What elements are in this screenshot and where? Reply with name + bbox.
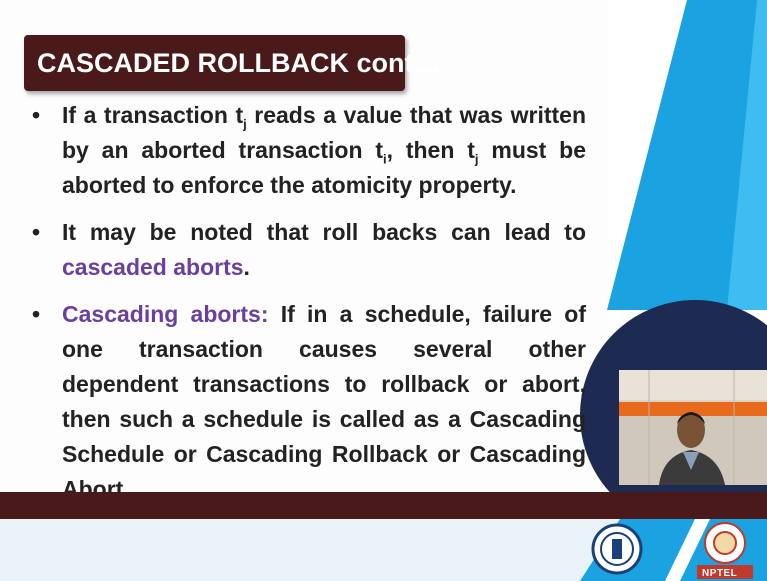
bullet-text: reads a value that was written by an abo… [62,102,586,163]
blue-stripe-decor [607,0,767,310]
bullet-list: • If a transaction tj reads a value that… [28,98,586,519]
subscript: j [243,116,247,132]
bullet-text: It may be noted that roll backs can lead… [62,219,586,245]
bullet-text: must be aborted to enforce the atomicity… [62,137,586,198]
bullet-text: , then t [386,137,475,163]
bullet-dot-icon: • [32,219,41,245]
subscript: j [474,151,479,167]
footer-bar [0,492,767,519]
bullet-item: • It may be noted that roll backs can le… [28,215,586,285]
nptel-logo-icon [697,522,753,579]
bullet-item: • Cascading aborts: If in a schedule, fa… [28,297,586,507]
subscript: i [383,151,387,167]
bullet-text: If in a schedule, failure of one transac… [62,301,586,502]
presenter-video-frame [619,370,767,485]
bullet-dot-icon: • [32,102,41,128]
bullet-item: • If a transaction tj reads a value that… [28,98,586,203]
bullet-text: If a transaction t [62,102,244,128]
highlight-term: cascaded aborts [62,254,244,280]
presenter-video [619,370,767,485]
iit-kharagpur-logo-icon [591,523,643,575]
nptel-label: NPTEL [702,568,738,579]
bullet-text: . [243,254,250,280]
slide-title: CASCADED ROLLBACK cont… [24,35,440,91]
highlight-term: Cascading aborts: [62,301,269,327]
bullet-dot-icon: • [32,301,41,327]
